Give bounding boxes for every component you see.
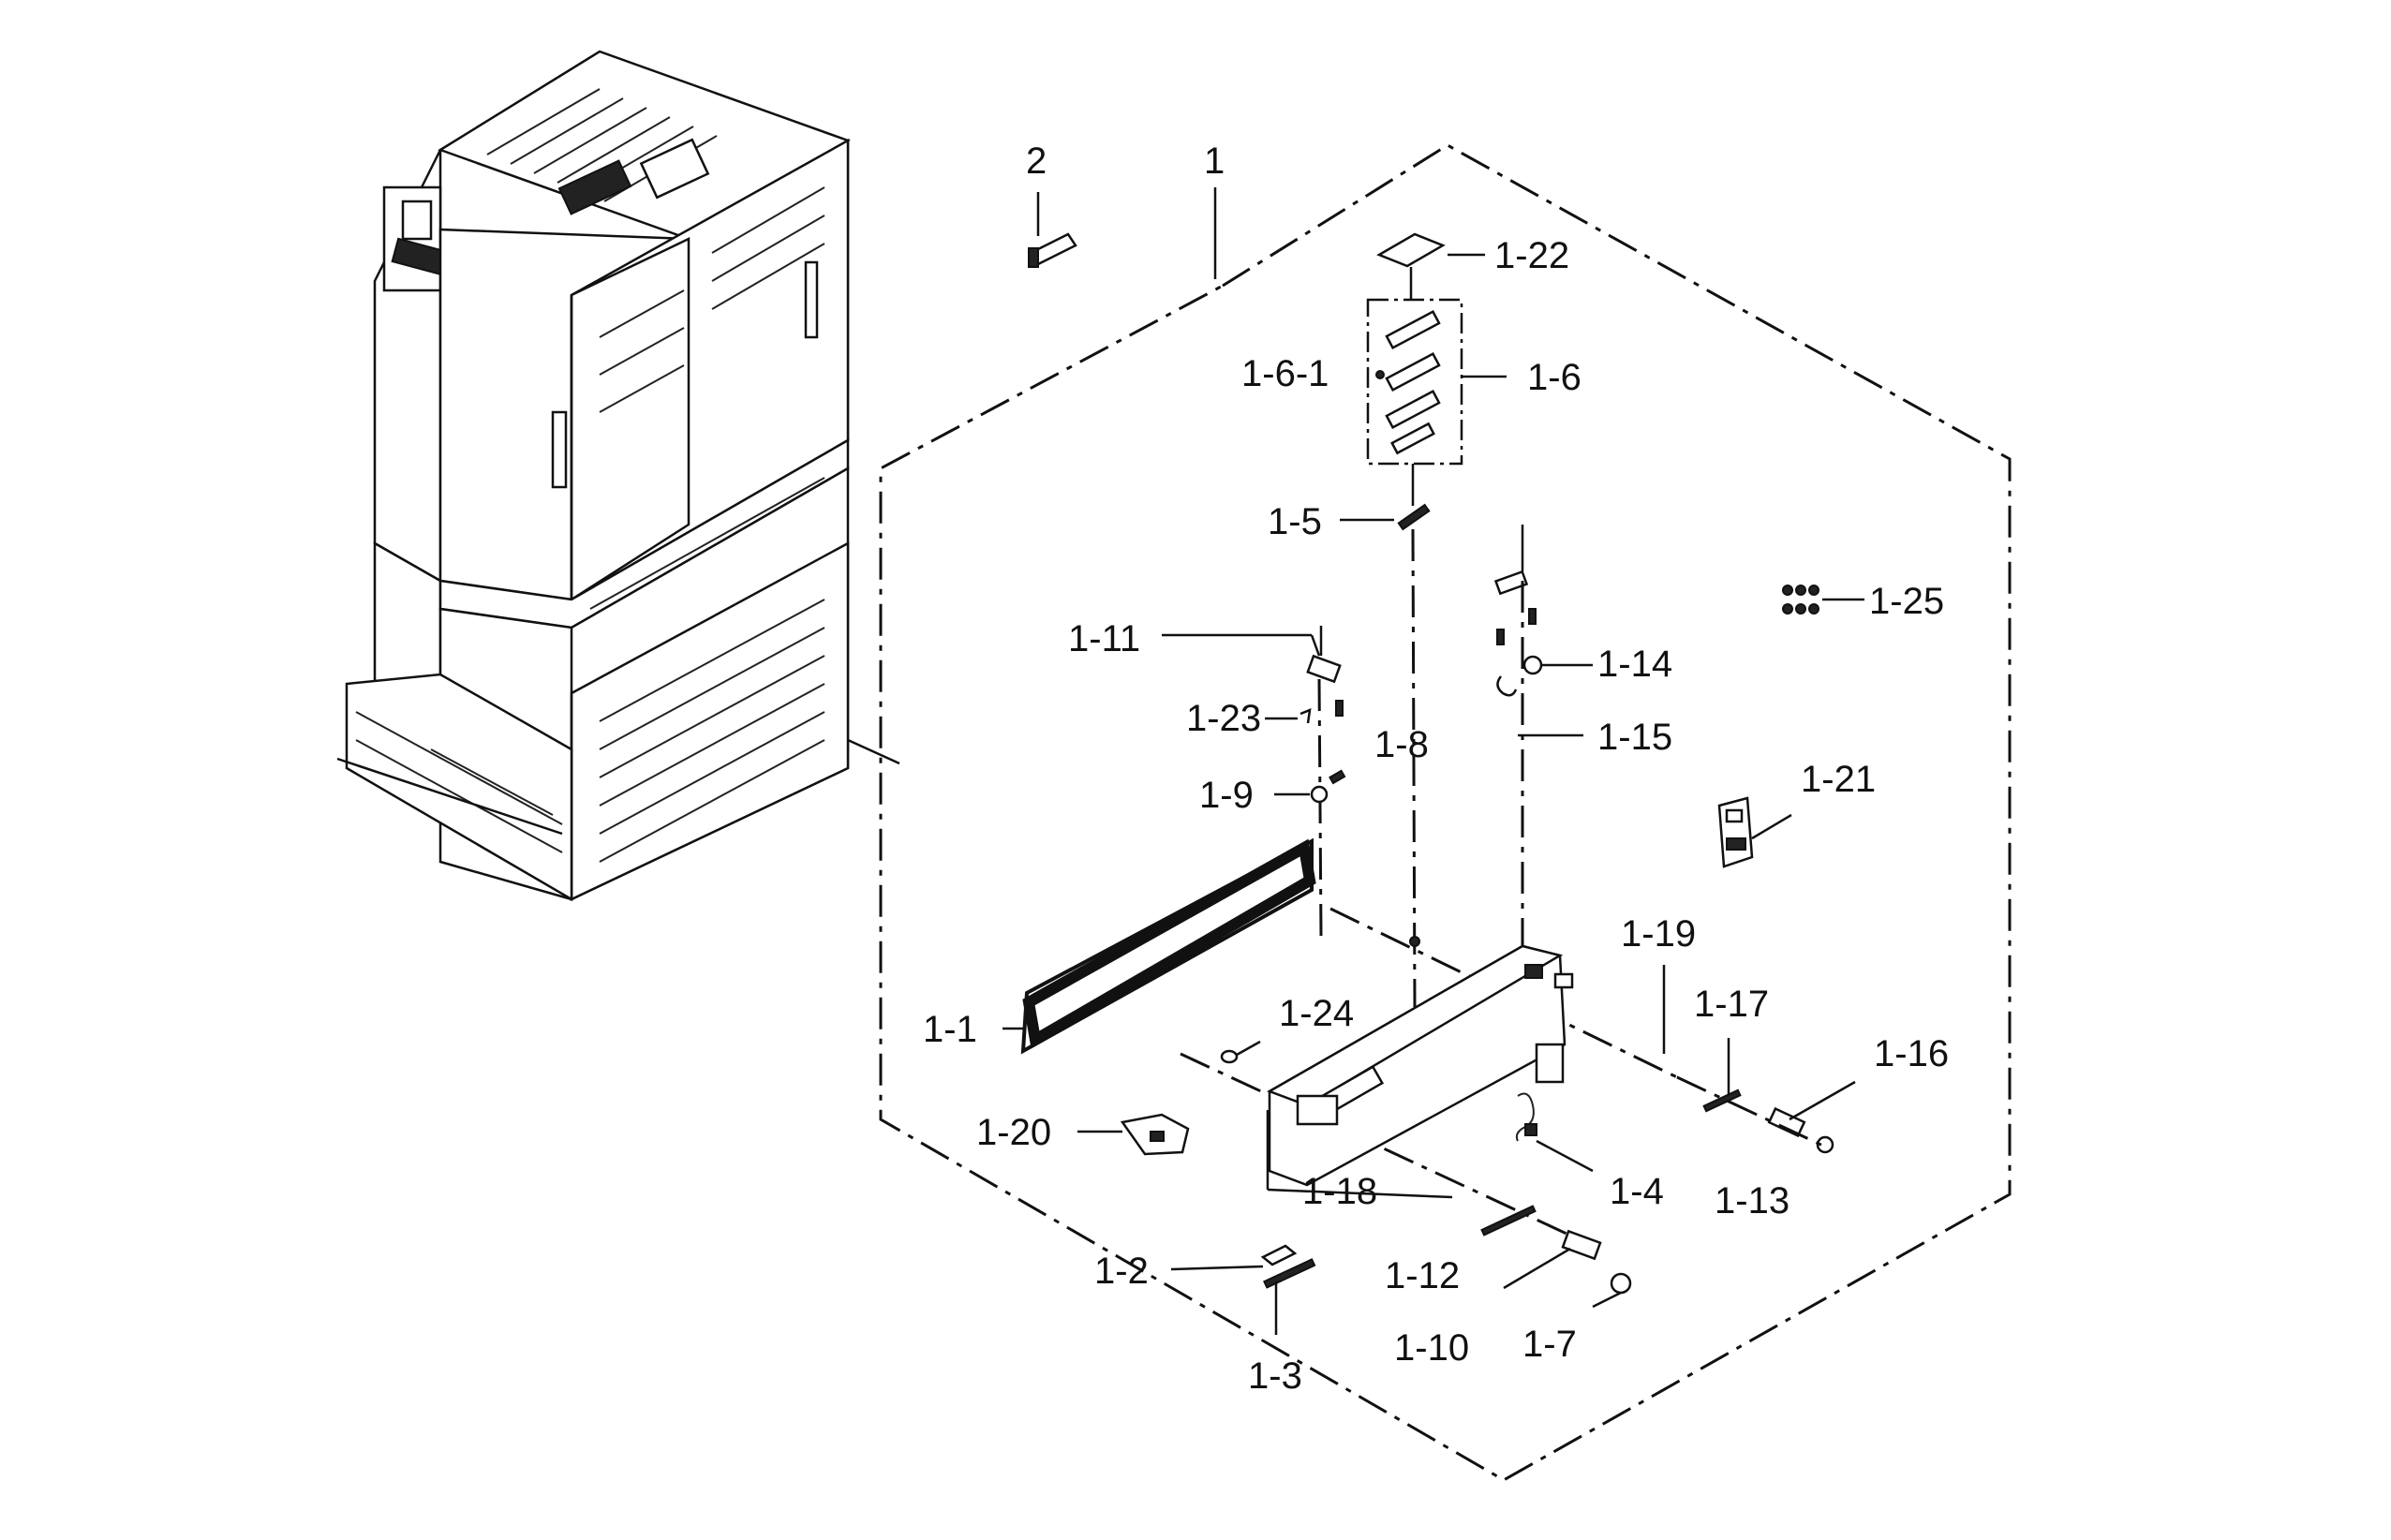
part-1-5-pin [1340, 464, 1431, 1008]
callout-1-6-1: 1-6-1 [1241, 353, 1329, 394]
part-1-22-pad [1376, 232, 1485, 300]
part-1-1-gasket-frame [1002, 837, 1316, 1055]
callout-1-14: 1-14 [1597, 644, 1672, 685]
callout-2: 2 [1026, 141, 1047, 182]
assembly-1-boundary [879, 143, 2012, 1482]
callout-1-3: 1-3 [1248, 1355, 1302, 1397]
part-1-6-handle-set [1366, 298, 1507, 466]
part-1-18-frame [1266, 936, 1574, 1199]
part-1-24 [1220, 1040, 1261, 1064]
callout-1: 1 [1204, 141, 1225, 182]
callout-1-13: 1-13 [1715, 1180, 1790, 1222]
callout-1-4: 1-4 [1610, 1171, 1664, 1212]
part-1-16-1-17-hinge [1662, 965, 1856, 1154]
callout-1-5: 1-5 [1268, 501, 1322, 542]
callout-1-11: 1-11 [1068, 618, 1140, 659]
callout-1-9: 1-9 [1199, 775, 1254, 816]
callout-1-2: 1-2 [1094, 1251, 1149, 1292]
callout-1-6: 1-6 [1527, 357, 1582, 398]
callout-1-19: 1-19 [1621, 913, 1696, 955]
refrigerator-cabinet [336, 50, 900, 902]
callout-1-7: 1-7 [1522, 1324, 1577, 1365]
part-1-25-screws [1782, 585, 1864, 615]
callout-1-24: 1-24 [1279, 993, 1354, 1034]
callout-1-22: 1-22 [1494, 235, 1569, 276]
callout-1-16: 1-16 [1874, 1033, 1949, 1074]
callout-1-8: 1-8 [1374, 724, 1429, 765]
callout-1-10: 1-10 [1394, 1327, 1469, 1369]
part-2-bracket [1028, 192, 1077, 268]
callout-1-20: 1-20 [976, 1112, 1051, 1153]
part-1-14-1-15-hinge-parts [1493, 525, 1593, 946]
callout-1-18: 1-18 [1302, 1171, 1377, 1212]
callout-1-17: 1-17 [1694, 984, 1769, 1025]
part-1-21-bracket [1717, 796, 1792, 868]
part-1-11-clip-group [1162, 626, 1346, 938]
part-1-12-1-10-1-7-hinge [1480, 1205, 1632, 1309]
callout-labels: 2 1 1-22 1-6-1 1-6 1-5 1-25 1-11 1-14 1-… [923, 141, 1949, 1397]
callout-1-12: 1-12 [1385, 1255, 1460, 1296]
part-1-4-wire [1515, 1092, 1594, 1173]
callout-1-21: 1-21 [1801, 759, 1876, 800]
callout-1-15: 1-15 [1597, 717, 1672, 758]
callout-1-1: 1-1 [923, 1009, 977, 1050]
part-1-2-1-3 [1170, 1244, 1316, 1335]
callout-1-23: 1-23 [1186, 698, 1261, 739]
part-1-20-bracket [1077, 1113, 1190, 1156]
callout-1-25: 1-25 [1869, 581, 1944, 622]
